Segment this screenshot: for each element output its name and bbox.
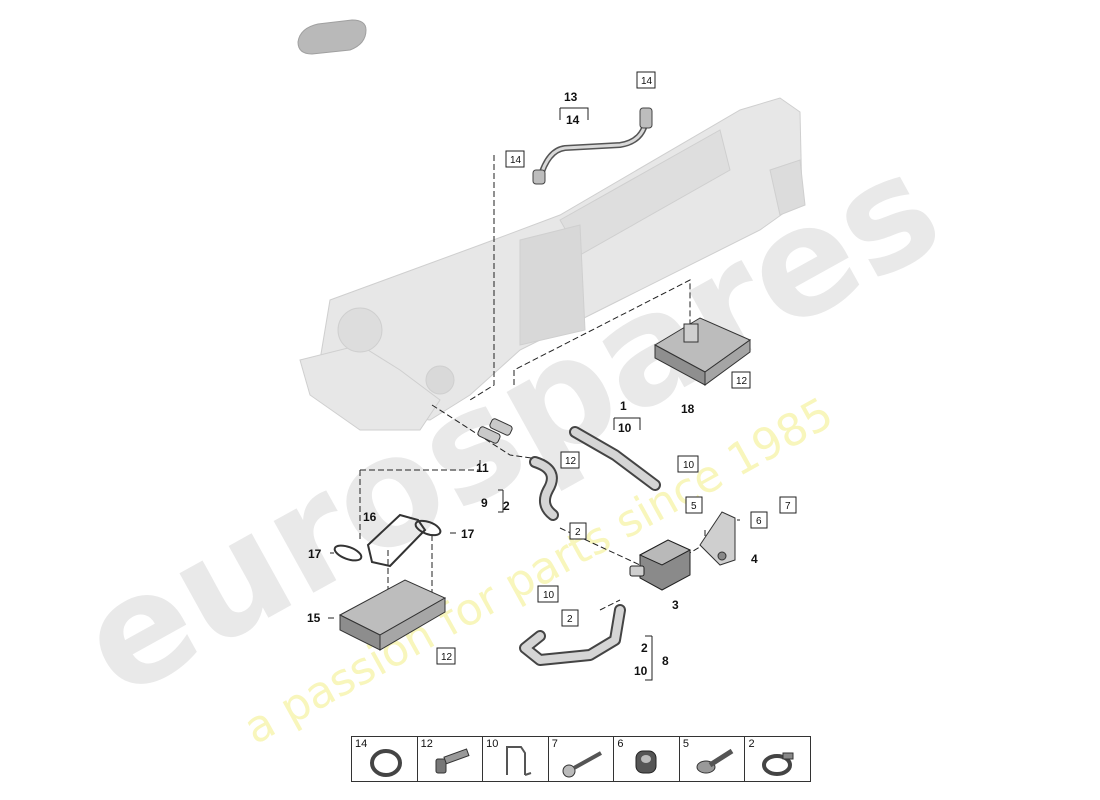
boxed-10-pipe: 10 xyxy=(543,590,555,601)
o-ring-icon xyxy=(370,749,402,777)
legend-number: 12 xyxy=(420,738,433,750)
legend-cell-10: 10 xyxy=(483,737,549,781)
callout-15: 15 xyxy=(307,611,321,625)
boxed-12-control: 12 xyxy=(736,376,748,387)
leader-lines xyxy=(359,155,740,611)
clip-icon xyxy=(506,746,532,776)
transaxle-housing xyxy=(299,97,806,431)
car-silhouette-icon xyxy=(297,19,367,55)
boxed-12-exchanger: 12 xyxy=(441,652,453,663)
boxed-14-top: 14 xyxy=(641,76,653,87)
callout-2-pipe: 2 xyxy=(641,641,648,655)
legend-number: 14 xyxy=(355,738,368,750)
callout-brackets xyxy=(328,107,653,681)
screw-icon xyxy=(562,751,602,778)
callout-11: 11 xyxy=(476,461,489,475)
hose-connectors xyxy=(477,418,513,444)
callout-3: 3 xyxy=(672,598,679,612)
hose-9 xyxy=(529,456,559,521)
heat-exchanger xyxy=(338,579,447,651)
callout-14: 14 xyxy=(566,113,580,127)
lower-coolant-pipe xyxy=(519,604,626,666)
boxed-6: 6 xyxy=(756,516,762,527)
hose-clamp-icon xyxy=(762,752,794,776)
callout-10-hose: 10 xyxy=(618,421,632,435)
legend-number: 2 xyxy=(748,738,755,750)
legend-cell-5: 5 xyxy=(680,737,746,781)
callout-2-hose: 2 xyxy=(503,499,510,513)
callout-9: 9 xyxy=(481,496,488,510)
hose-1 xyxy=(569,426,661,491)
callout-18: 18 xyxy=(681,402,695,416)
legend-number: 6 xyxy=(617,738,624,750)
callout-10-pipe: 10 xyxy=(634,664,648,678)
control-unit xyxy=(653,317,752,386)
callout-17-left: 17 xyxy=(308,547,322,561)
boxed-12-connector: 12 xyxy=(565,456,577,467)
boxed-2-valve: 2 xyxy=(575,527,581,538)
boxed-7: 7 xyxy=(785,501,791,512)
boxed-callouts xyxy=(436,71,797,665)
legend-number: 5 xyxy=(682,738,690,750)
boxed-2-pipe: 2 xyxy=(567,614,573,625)
legend-cell-6: 6 xyxy=(614,737,680,781)
grommet-icon xyxy=(635,750,657,774)
legend-number: 10 xyxy=(486,738,499,750)
flange-bolt-icon xyxy=(696,748,734,774)
legend-cell-7: 7 xyxy=(549,737,615,781)
boxed-10-hose: 10 xyxy=(683,460,695,471)
legend-cell-12: 12 xyxy=(418,737,484,781)
mounting-bracket xyxy=(699,511,736,566)
boxed-callout-labels: 14 14 12 12 10 5 7 6 2 10 2 12 xyxy=(441,76,791,663)
boxed-5: 5 xyxy=(691,501,697,512)
upper-coolant-pipe xyxy=(532,107,653,185)
gasket-set xyxy=(333,513,442,568)
boxed-14-left: 14 xyxy=(510,155,522,166)
callout-16: 16 xyxy=(363,510,377,524)
callout-8: 8 xyxy=(662,654,669,668)
callout-13: 13 xyxy=(564,90,578,104)
callout-4: 4 xyxy=(751,552,758,566)
callout-17-right: 17 xyxy=(461,527,475,541)
callout-1: 1 xyxy=(620,399,627,413)
legend-cell-14: 14 xyxy=(352,737,418,781)
legend-cell-2: 2 xyxy=(745,737,810,781)
parts-legend-table: 14 12 10 7 6 5 2 xyxy=(351,736,811,782)
watermark: eurospares a passion for parts since 198… xyxy=(53,119,967,754)
coolant-valve xyxy=(629,539,692,591)
bolt-icon xyxy=(435,748,470,774)
callout-numbers: 13 14 1 10 18 11 9 2 16 17 17 15 4 3 2 1… xyxy=(307,90,758,678)
legend-number: 7 xyxy=(551,738,558,750)
